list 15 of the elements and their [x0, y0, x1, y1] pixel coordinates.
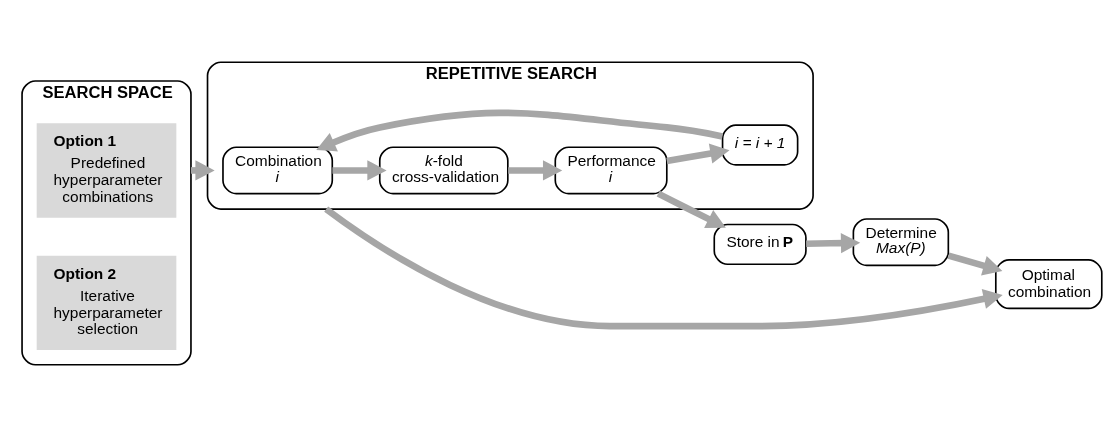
node-box: Option 2 Iterative hyperparameter selection	[36, 255, 177, 350]
arrow	[316, 109, 724, 151]
node-box: Optimal combination	[994, 258, 1103, 309]
arrow	[666, 142, 730, 164]
arrow	[324, 205, 1003, 329]
node-box: Determine Max(P)	[852, 217, 950, 266]
node-box: k-fold cross-validation	[378, 145, 509, 194]
arrow	[332, 159, 387, 181]
node-box: Store in P	[713, 223, 807, 265]
arrow	[947, 251, 1003, 275]
node-box: Performance i	[554, 145, 668, 194]
node-box: i = i + 1	[721, 123, 799, 166]
node-box: Combination i	[222, 145, 334, 194]
arrow	[656, 190, 726, 228]
node-box: Option 1 Predefined hyperparameter combinations	[36, 122, 177, 218]
